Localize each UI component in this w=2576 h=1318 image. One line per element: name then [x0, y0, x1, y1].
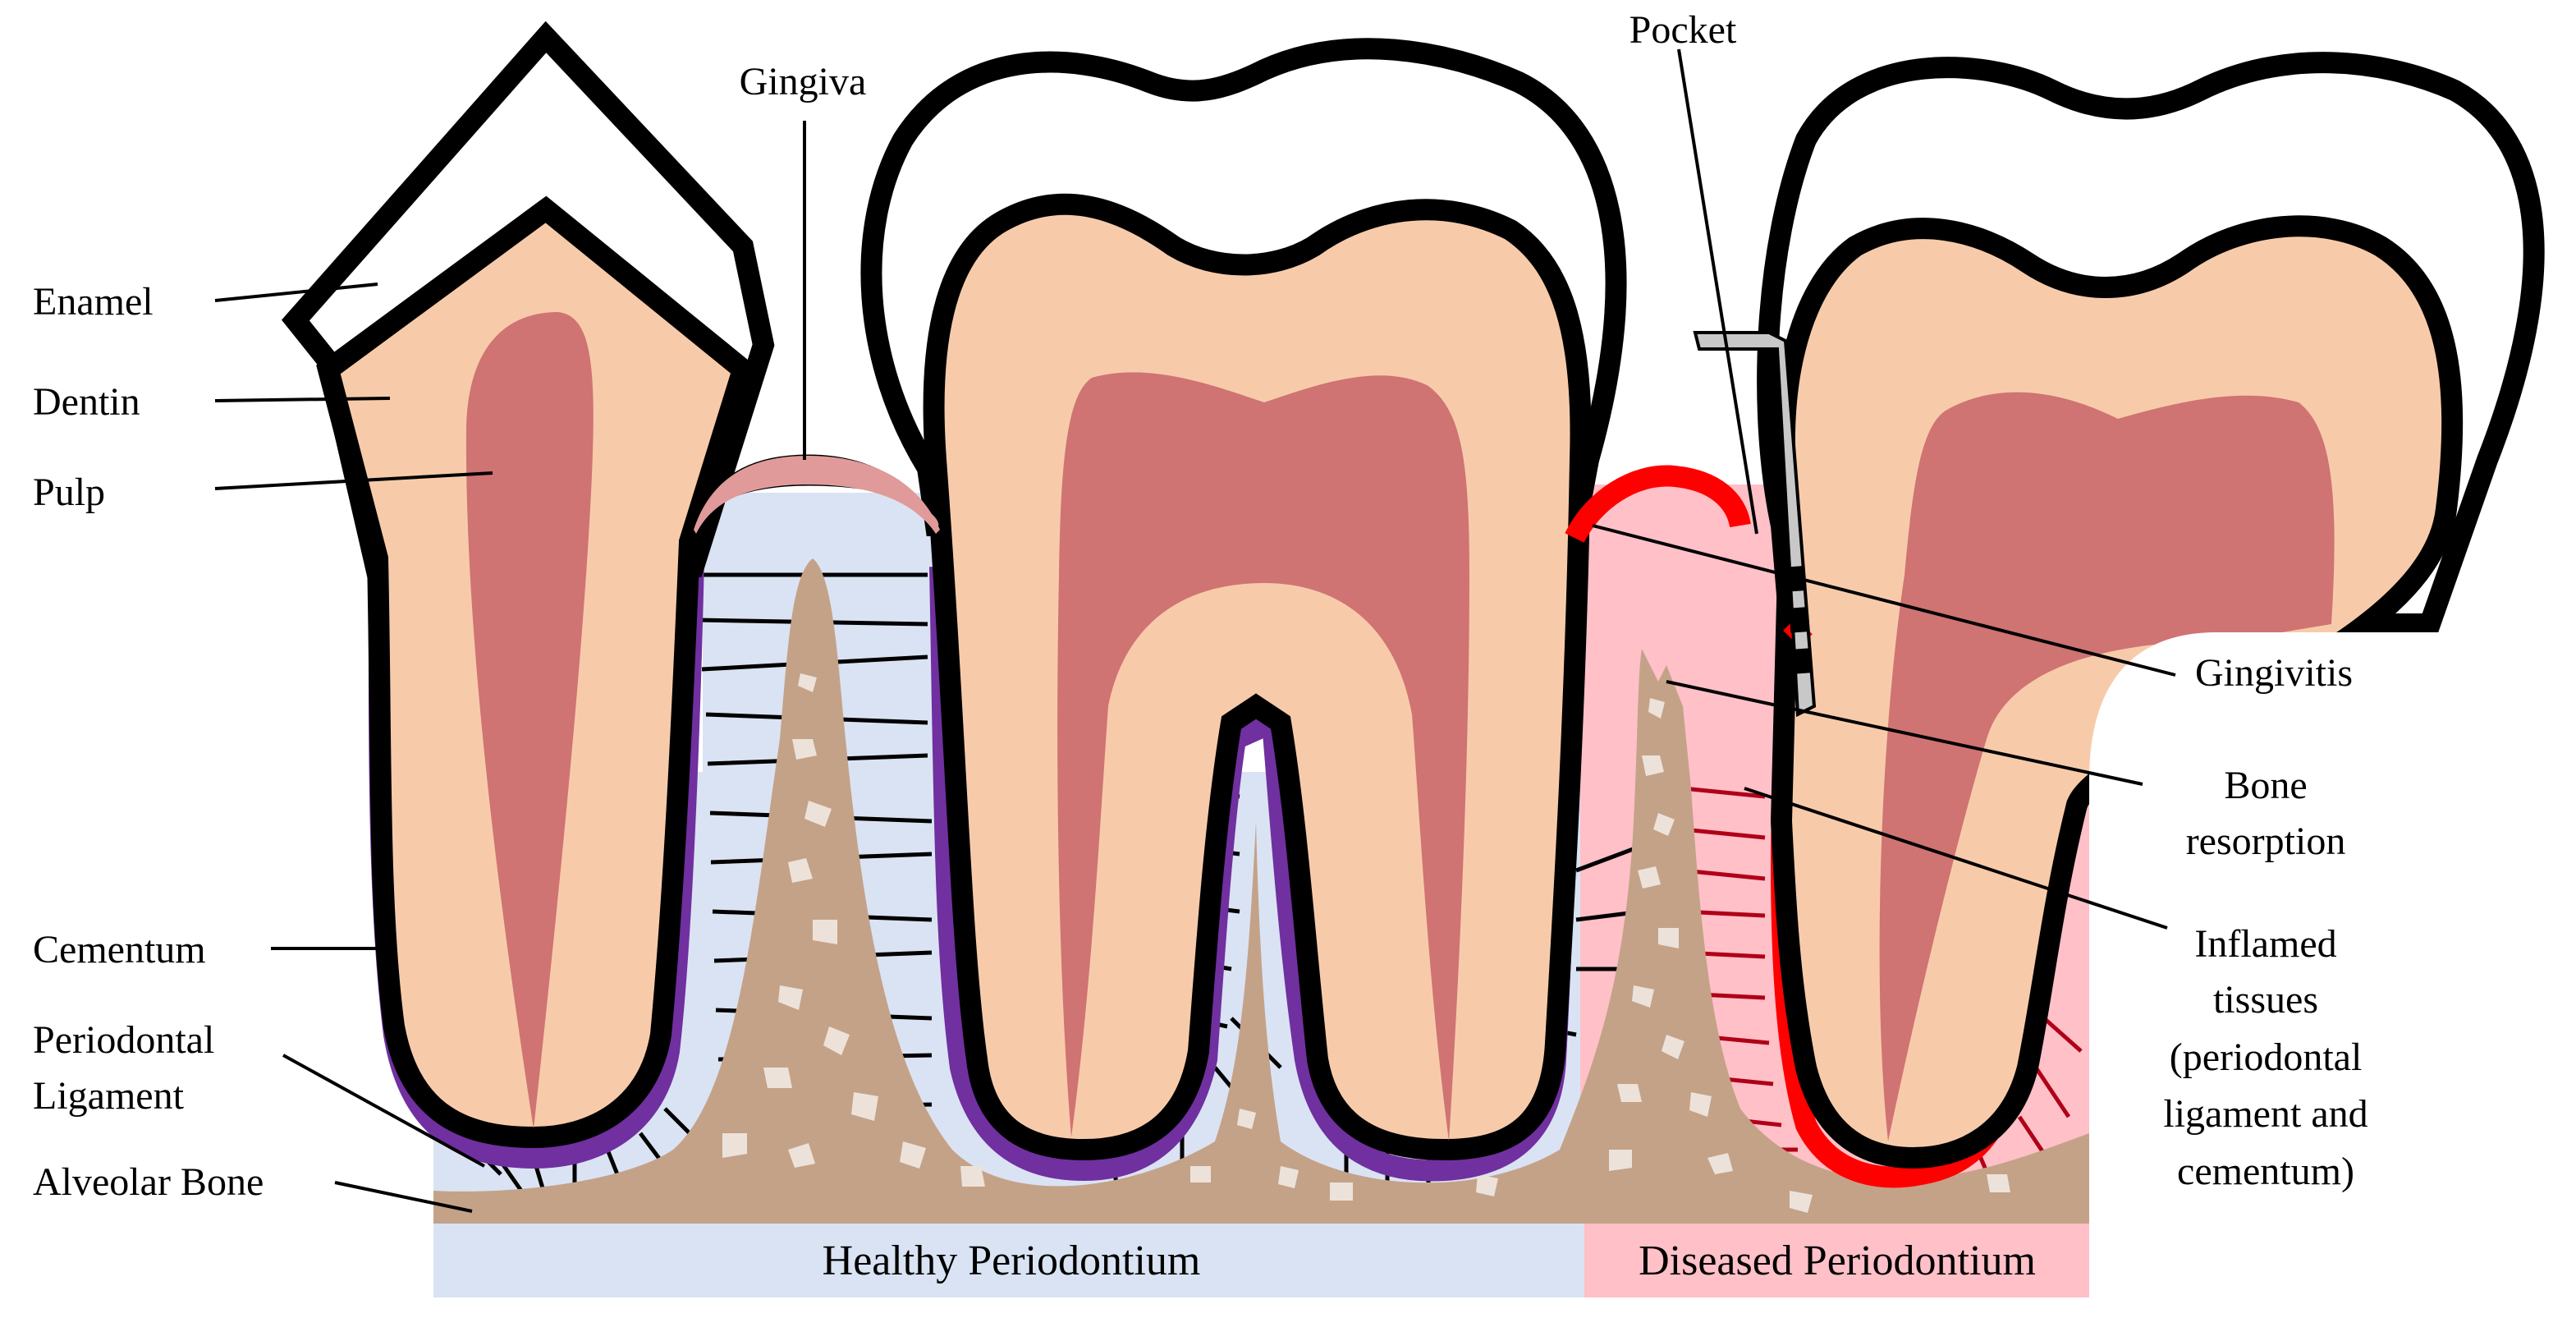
tooth-incisor	[282, 21, 775, 1169]
label-inflamed-line4: ligament and	[2163, 1092, 2367, 1136]
label-periodontal-ligament-line2: Ligament	[33, 1074, 185, 1118]
callout-lines	[214, 48, 2176, 1213]
gingiva-band	[694, 456, 940, 534]
gingivitis-gingiva	[1565, 465, 1751, 544]
label-pocket: Pocket	[1629, 8, 1737, 52]
diseased-right-cutout	[2089, 632, 2576, 1232]
label-bone-resorption-line2: resorption	[2186, 820, 2346, 863]
label-cementum: Cementum	[33, 928, 206, 971]
label-inflamed-line3: (periodontal	[2170, 1036, 2363, 1079]
molar-pulp	[1057, 372, 1469, 1141]
label-periodontal-ligament-line1: Periodontal	[33, 1018, 214, 1062]
footer-healthy-label: Healthy Periodontium	[823, 1238, 1201, 1284]
incisor-pulp	[465, 312, 594, 1129]
tooth-molar-healthy	[860, 38, 1627, 1182]
label-bone-resorption-line1: Bone	[2224, 764, 2307, 807]
label-inflamed-line1: Inflamed	[2194, 922, 2336, 966]
label-dentin: Dentin	[33, 380, 140, 424]
diseased-molar-pulp	[1879, 392, 2335, 1142]
label-gingivitis: Gingivitis	[2195, 651, 2353, 695]
label-alveolar-bone: Alveolar Bone	[33, 1160, 264, 1204]
tooth-molar-diseased	[1757, 52, 2576, 1232]
label-enamel: Enamel	[33, 280, 154, 324]
label-inflamed-line2: tissues	[2213, 978, 2318, 1022]
label-gingiva: Gingiva	[740, 60, 867, 103]
labels: Enamel Dentin Pulp Cementum Periodontal …	[33, 8, 2368, 1204]
label-inflamed-line5: cementum)	[2177, 1150, 2354, 1193]
diseased-footer-bar	[1584, 1224, 2089, 1297]
footer-diseased-label: Diseased Periodontium	[1639, 1238, 2036, 1284]
label-pulp: Pulp	[33, 471, 105, 514]
healthy-footer-bar	[433, 1224, 1591, 1297]
